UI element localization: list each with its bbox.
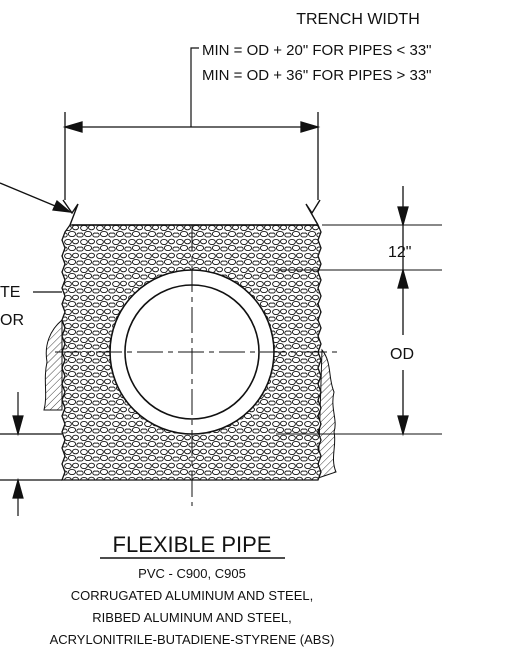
od-dimension (397, 267, 409, 437)
right-dimension-extensions (276, 224, 442, 435)
trench-width-leader (190, 47, 199, 127)
min-width-large-pipes: MIN = OD + 36" FOR PIPES > 33" (202, 67, 431, 84)
od-label: OD (390, 346, 414, 363)
cover-depth-label: 12" (388, 244, 411, 261)
pipe-centerlines (55, 225, 342, 506)
material-line-1: PVC - C900, C905 (138, 566, 246, 581)
partial-label-bottom: OR (0, 312, 24, 329)
native-soil-hatch (43, 318, 337, 479)
trench-width-label: TRENCH WIDTH (296, 11, 420, 28)
drawing-title: FLEXIBLE PIPE (113, 532, 272, 557)
bedding-dimension (0, 392, 62, 516)
partial-label-top: TE (0, 284, 20, 301)
material-line-4: ACRYLONITRILE-BUTADIENE-STYRENE (ABS) (50, 632, 335, 647)
cover-dimension (397, 186, 409, 270)
material-line-3: RIBBED ALUMINUM AND STEEL, (92, 610, 291, 625)
trench-top-edges (62, 199, 321, 226)
trench-edge-leader (0, 182, 73, 213)
min-width-small-pipes: MIN = OD + 20" FOR PIPES < 33" (202, 42, 431, 59)
trench-width-dimension (62, 112, 321, 200)
material-line-2: CORRUGATED ALUMINUM AND STEEL, (71, 588, 313, 603)
